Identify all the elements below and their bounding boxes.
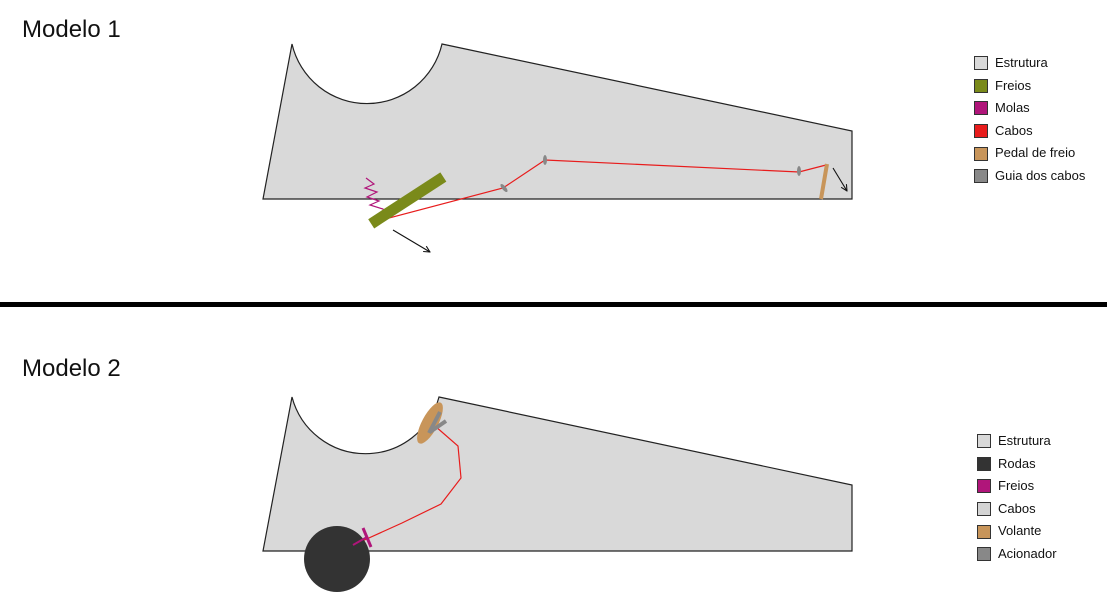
legend-label: Molas xyxy=(995,100,1030,116)
legend-item: Guia dos cabos xyxy=(974,165,1085,188)
model-1-spring xyxy=(363,177,387,215)
model-2-structure xyxy=(262,396,853,552)
legend-item: Pedal de freio xyxy=(974,142,1085,165)
legend-swatch xyxy=(977,547,991,562)
legend-item: Volante xyxy=(977,520,1057,543)
legend-swatch xyxy=(974,146,988,161)
legend-swatch xyxy=(977,502,991,517)
legend-label: Guia dos cabos xyxy=(995,167,1086,183)
model-1-cable-guide-1 xyxy=(500,183,508,193)
legend-label: Rodas xyxy=(998,455,1036,471)
legend-label: Estrutura xyxy=(998,433,1051,448)
model-1-brake-arrow xyxy=(392,229,430,252)
legend-item: Estrutura xyxy=(974,52,1085,75)
model-2-wheel xyxy=(304,526,370,592)
legend-item: Cabos xyxy=(977,498,1057,521)
legend-item: Freios xyxy=(977,475,1057,498)
model-2-diagram xyxy=(262,396,853,592)
model-1-title: Modelo 1 xyxy=(22,16,121,43)
legend-label: Volante xyxy=(998,523,1042,539)
model-1-brake xyxy=(368,172,447,229)
legend-item: Molas xyxy=(974,97,1085,120)
model-1-legend: Estrutura Freios Molas Cabos Pedal de fr… xyxy=(974,52,1085,188)
legend-swatch xyxy=(974,56,988,71)
legend-swatch xyxy=(974,101,988,116)
legend-swatch xyxy=(974,169,988,184)
legend-item: Cabos xyxy=(974,120,1085,143)
model-1-diagram xyxy=(262,43,853,252)
legend-label: Freios xyxy=(995,77,1032,93)
model-2-legend: Estrutura Rodas Freios Cabos Volante Aci… xyxy=(977,430,1057,566)
legend-swatch xyxy=(977,456,991,471)
legend-label: Estrutura xyxy=(995,55,1048,70)
model-2-title: Modelo 2 xyxy=(22,355,121,382)
model-2-brake-stem xyxy=(352,536,368,546)
legend-item: Rodas xyxy=(977,453,1057,476)
model-1-structure xyxy=(262,43,853,200)
legend-swatch xyxy=(974,78,988,93)
legend-label: Acionador xyxy=(998,545,1057,561)
legend-swatch xyxy=(977,524,991,539)
legend-item: Estrutura xyxy=(977,430,1057,453)
legend-label: Pedal de freio xyxy=(995,145,1076,161)
model-1-cable-guide-2 xyxy=(543,155,547,165)
legend-swatch xyxy=(977,434,991,449)
legend-label: Cabos xyxy=(995,122,1033,138)
model-2-steering-wheel xyxy=(417,402,443,444)
legend-swatch xyxy=(977,479,991,494)
model-2-actuator-2 xyxy=(428,419,448,434)
legend-label: Freios xyxy=(998,478,1035,494)
legend-item: Freios xyxy=(974,75,1085,98)
legend-swatch xyxy=(974,124,988,139)
model-1-brake-pedal xyxy=(819,163,829,200)
model-1-pedal-arrow xyxy=(832,167,847,191)
model-1-cable-guide-3 xyxy=(797,166,801,176)
legend-item: Acionador xyxy=(977,543,1057,566)
legend-label: Cabos xyxy=(998,500,1036,516)
model-2-cable xyxy=(359,425,462,543)
section-divider xyxy=(0,302,1107,307)
